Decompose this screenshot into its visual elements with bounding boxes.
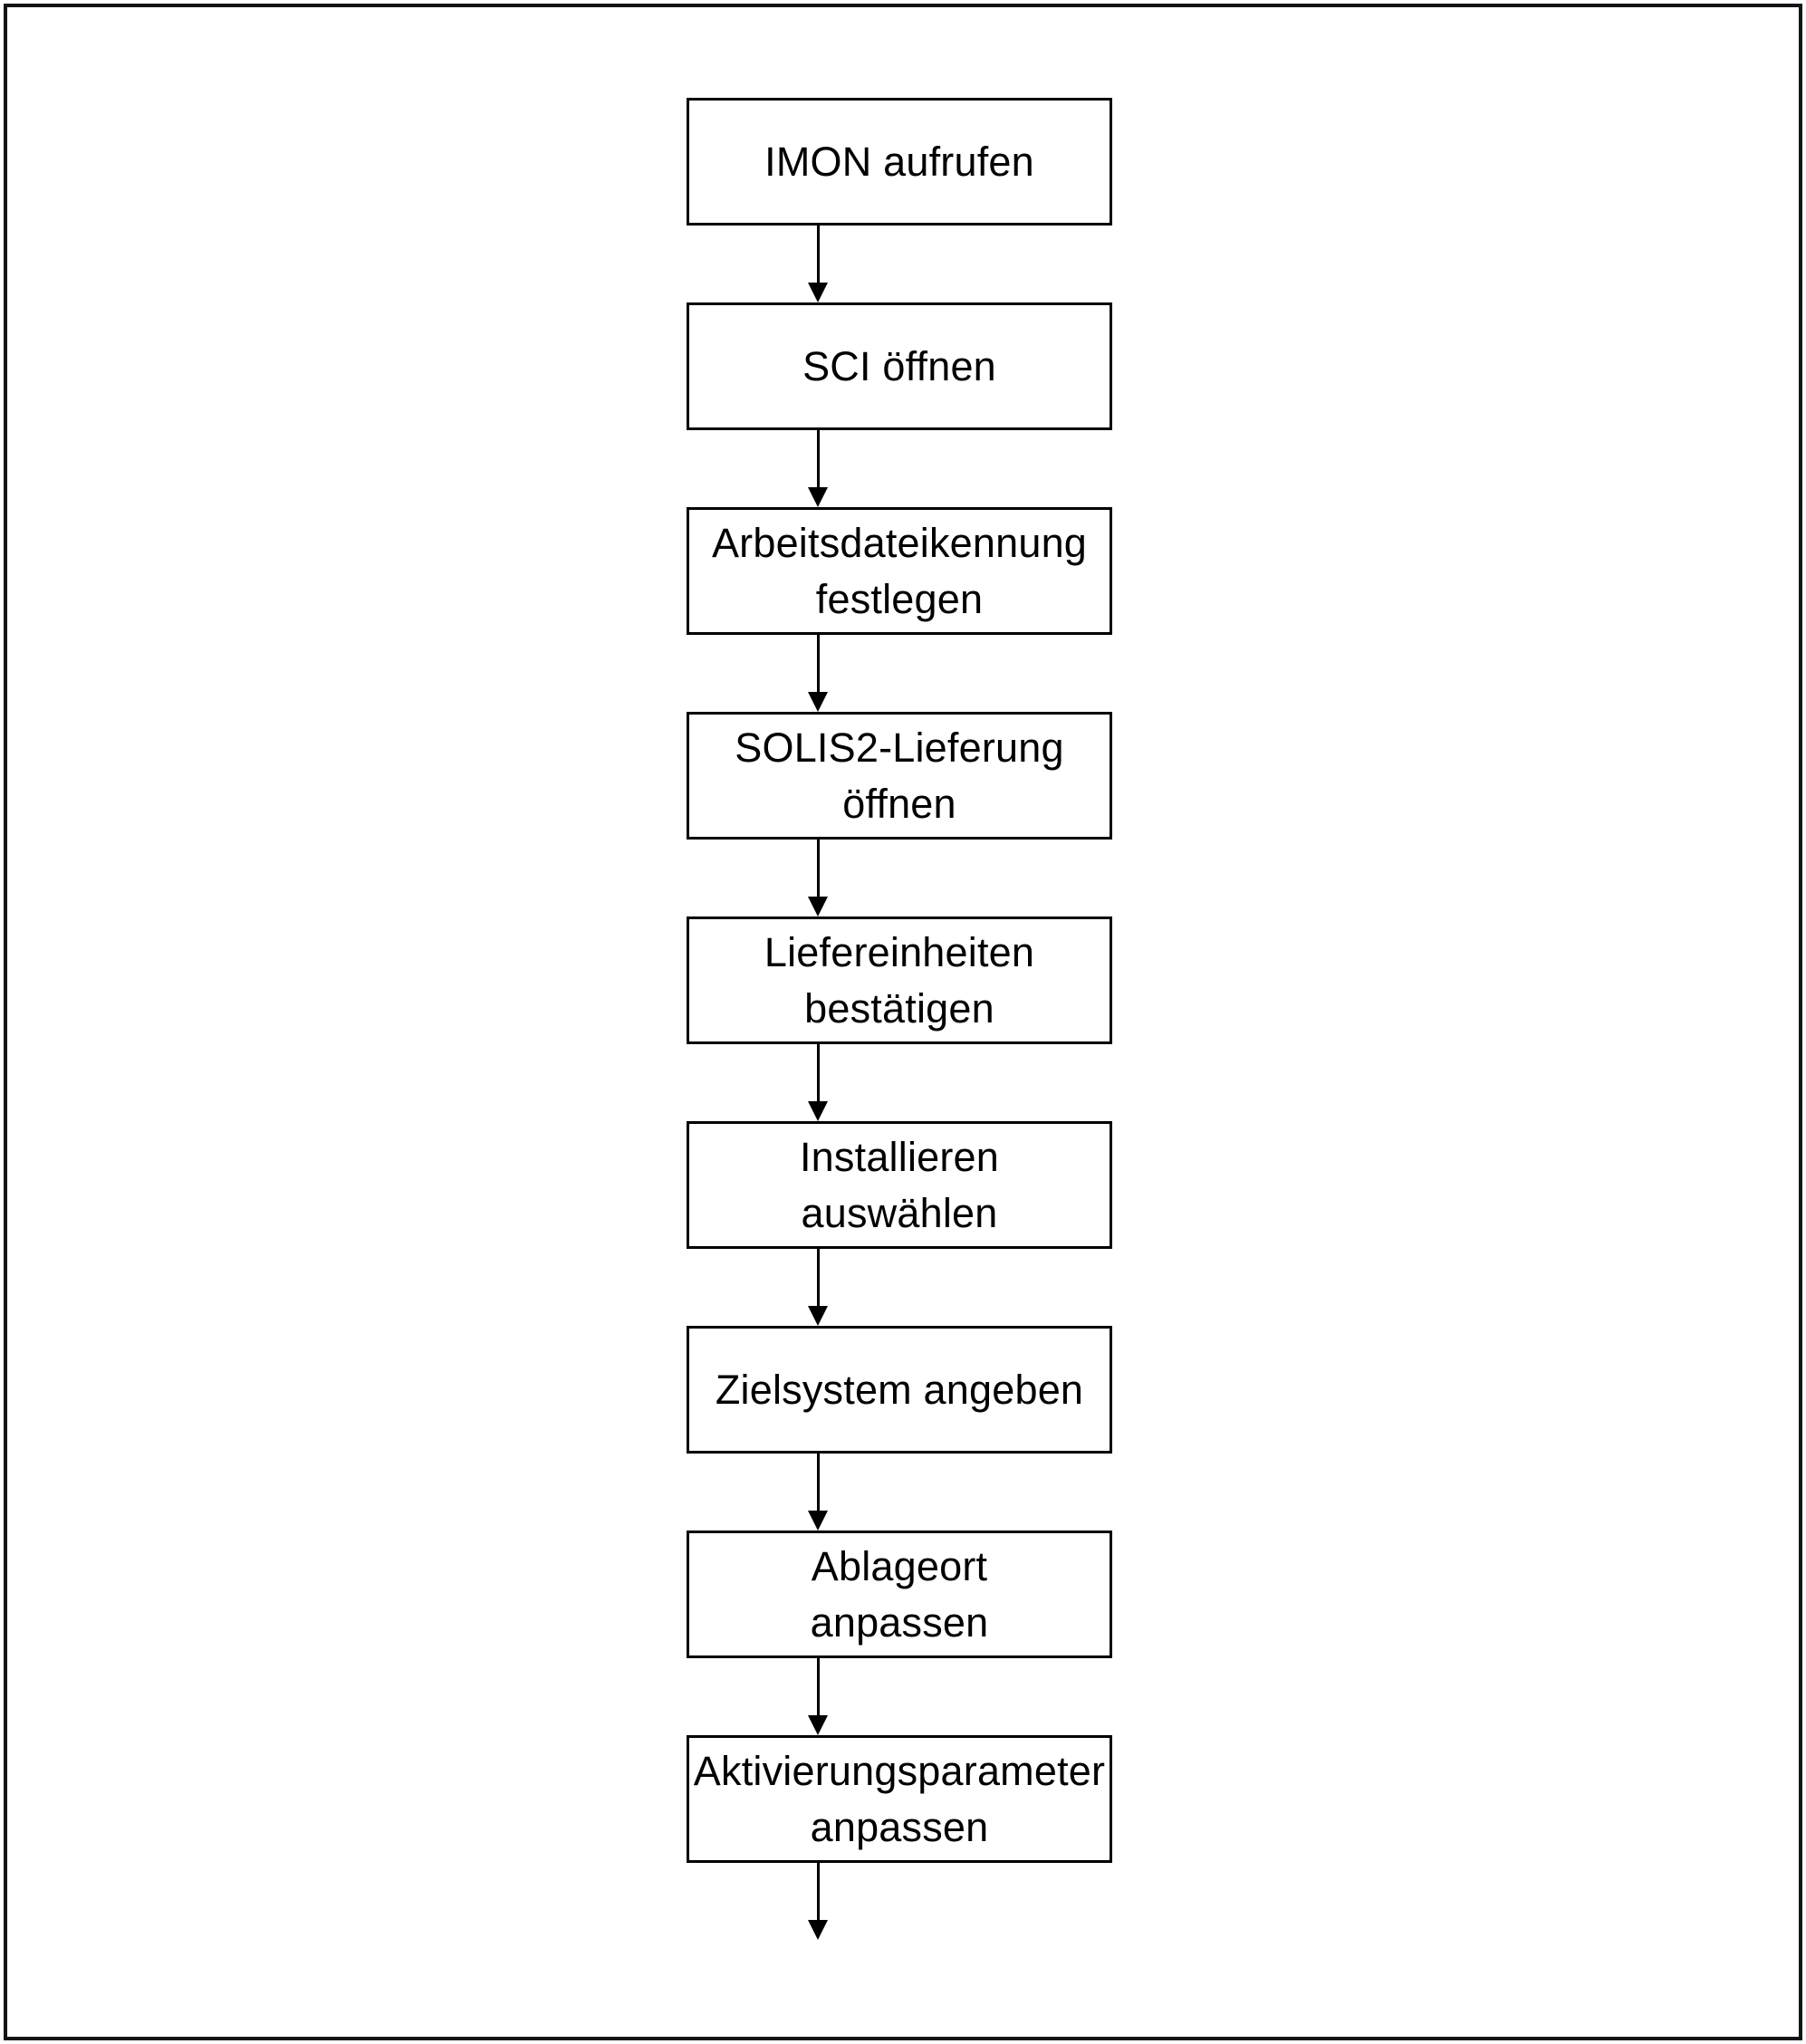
arrow-shaft [816,1863,820,1921]
arrow-shaft [816,430,820,488]
arrow-shaft [816,635,820,693]
flow-node-sci-oeffnen: SCI öffnen [687,302,1112,430]
flow-exit-arrow [687,1863,1112,1940]
flow-node-zielsystem-angeben: Zielsystem angeben [687,1326,1112,1454]
arrow-head-icon [808,1920,828,1940]
flow-arrow-down [687,226,1112,302]
flow-node-label-line: SOLIS2-Lieferung [735,724,1064,771]
flow-node-label-line: Aktivierungsparameter [693,1747,1106,1794]
flow-arrow-down [687,430,1112,507]
flow-node-label-line: IMON aufrufen [764,138,1034,185]
flow-arrow-down [687,1454,1112,1531]
flow-node-label-line: anpassen [810,1598,989,1646]
flow-node-liefereinheiten-bestaetigen: Liefereinheiten bestätigen [687,916,1112,1044]
flow-node-label-line: festlegen [815,575,984,622]
arrow-shaft [816,840,820,897]
arrow-head-icon [808,283,828,302]
arrow-shaft [816,226,820,283]
flow-node-label-line: anpassen [810,1803,989,1850]
arrow-head-icon [808,897,828,916]
flow-arrow-down [687,1249,1112,1326]
arrow-head-icon [808,692,828,712]
arrow-head-icon [808,1715,828,1735]
flow-node-aktivierungsparameter-anpassen: Aktivierungsparameter anpassen [687,1735,1112,1863]
flow-node-label-line: SCI öffnen [802,342,996,389]
flow-arrow-down [687,1658,1112,1735]
flow-node-ablageort-anpassen: Ablageort anpassen [687,1531,1112,1658]
arrow-shaft [816,1454,820,1511]
flow-node-arbeitsdateikennung-festlegen: Arbeitsdateikennung festlegen [687,507,1112,635]
arrow-shaft [816,1249,820,1307]
flow-arrow-down [687,635,1112,712]
arrow-head-icon [808,487,828,507]
flow-node-label-line: Zielsystem angeben [715,1366,1084,1413]
arrow-head-icon [808,1511,828,1531]
flow-node-solis2-lieferung-oeffnen: SOLIS2-Lieferung öffnen [687,712,1112,840]
flow-node-label-line: öffnen [842,780,956,827]
flow-node-installieren-auswaehlen: Installieren auswählen [687,1121,1112,1249]
arrow-shaft [816,1658,820,1716]
flow-node-label-line: Ablageort [811,1542,988,1589]
arrow-head-icon [808,1306,828,1326]
flow-node-label-line: auswählen [801,1189,998,1236]
flow-arrow-down [687,1044,1112,1121]
flow-node-label-line: Liefereinheiten [764,928,1035,975]
flow-arrow-down [687,840,1112,916]
flow-node-label-line: bestätigen [804,984,994,1032]
arrow-head-icon [808,1101,828,1121]
arrow-shaft [816,1044,820,1102]
flow-node-label-line: Installieren [799,1133,1000,1180]
flow-node-label-line: Arbeitsdateikennung [711,519,1088,566]
flow-node-imon-aufrufen: IMON aufrufen [687,98,1112,226]
